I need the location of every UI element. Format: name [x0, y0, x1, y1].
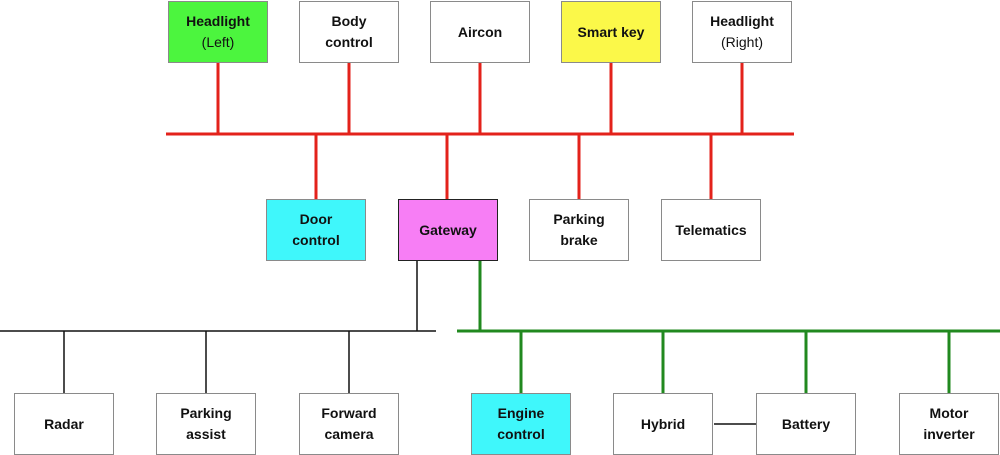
node-label: Radar	[44, 415, 84, 432]
node-sublabel: control	[497, 426, 545, 442]
green-bus	[457, 261, 1000, 393]
parking-brake-node: Parking brake	[529, 199, 629, 261]
radar-node: Radar	[14, 393, 114, 455]
node-sublabel: (Right)	[720, 34, 763, 50]
body-control-node: Body control	[299, 1, 399, 63]
headlight-right-node: Headlight (Right)	[692, 1, 792, 63]
node-sublabel: control	[292, 232, 340, 248]
node-label: Battery	[781, 415, 831, 432]
smart-key-node: Smart key	[561, 1, 661, 63]
gateway-node: Gateway	[398, 199, 498, 261]
node-label: Headlight	[710, 13, 774, 29]
battery-node: Battery	[756, 393, 856, 455]
node-sublabel: control	[325, 34, 373, 50]
node-sublabel: (Left)	[201, 34, 235, 50]
parking-assist-node: Parking assist	[156, 393, 256, 455]
red-bus	[166, 63, 794, 199]
node-sublabel: brake	[560, 232, 598, 248]
headlight-left-node: Headlight (Left)	[168, 1, 268, 63]
node-label: Gateway	[419, 221, 477, 238]
node-label: Parking	[553, 211, 605, 227]
telematics-node: Telematics	[661, 199, 761, 261]
node-sublabel: camera	[324, 426, 374, 442]
black-bus	[0, 261, 757, 425]
aircon-node: Aircon	[430, 1, 530, 63]
node-label: Aircon	[457, 23, 503, 40]
node-label: Smart key	[577, 23, 645, 40]
node-label: Body	[331, 13, 367, 29]
node-label: Headlight	[186, 13, 250, 29]
node-sublabel: inverter	[923, 426, 975, 442]
node-label: Door	[299, 211, 333, 227]
hybrid-node: Hybrid	[613, 393, 713, 455]
node-label: Telematics	[675, 221, 747, 238]
node-sublabel: assist	[186, 426, 226, 442]
door-control-node: Door control	[266, 199, 366, 261]
node-label: Engine	[497, 405, 545, 421]
node-label: Hybrid	[640, 415, 686, 432]
node-label: Forward	[321, 405, 377, 421]
engine-control-node: Engine control	[471, 393, 571, 455]
node-label: Parking	[180, 405, 232, 421]
forward-camera-node: Forward camera	[299, 393, 399, 455]
motor-inverter-node: Motor inverter	[899, 393, 999, 455]
node-label: Motor	[929, 405, 969, 421]
